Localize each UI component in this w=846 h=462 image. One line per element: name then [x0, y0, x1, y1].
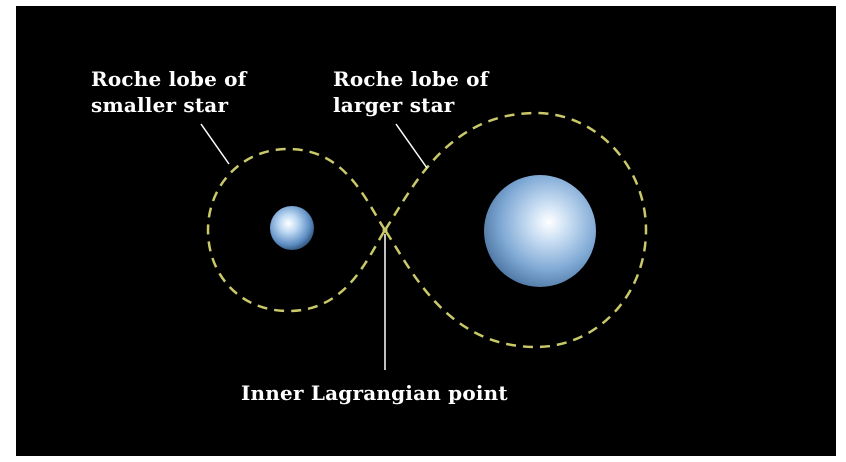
- smaller-lobe-label: Roche lobe of smaller star: [91, 66, 247, 118]
- inner-lagrangian-label: Inner Lagrangian point: [241, 381, 508, 405]
- smaller-lobe-pointer: [200, 123, 230, 165]
- roche-lobe-larger: [383, 111, 648, 349]
- diagram-panel: Roche lobe of smaller star Roche lobe of…: [16, 6, 836, 456]
- roche-lobe-smaller: [206, 147, 387, 313]
- larger-lobe-label-line-1: Roche lobe of: [333, 67, 489, 91]
- roche-lobe-diagram: [200, 111, 648, 370]
- larger-star: [484, 175, 596, 287]
- smaller-lobe-label-line-1: Roche lobe of: [91, 67, 247, 91]
- smaller-lobe-label-line-2: smaller star: [91, 93, 229, 117]
- larger-lobe-label: Roche lobe of larger star: [333, 66, 489, 118]
- inner-lagrangian-point-marker: [382, 227, 388, 233]
- smaller-star: [270, 206, 314, 250]
- larger-lobe-label-line-2: larger star: [333, 93, 455, 117]
- larger-lobe-pointer: [395, 123, 428, 169]
